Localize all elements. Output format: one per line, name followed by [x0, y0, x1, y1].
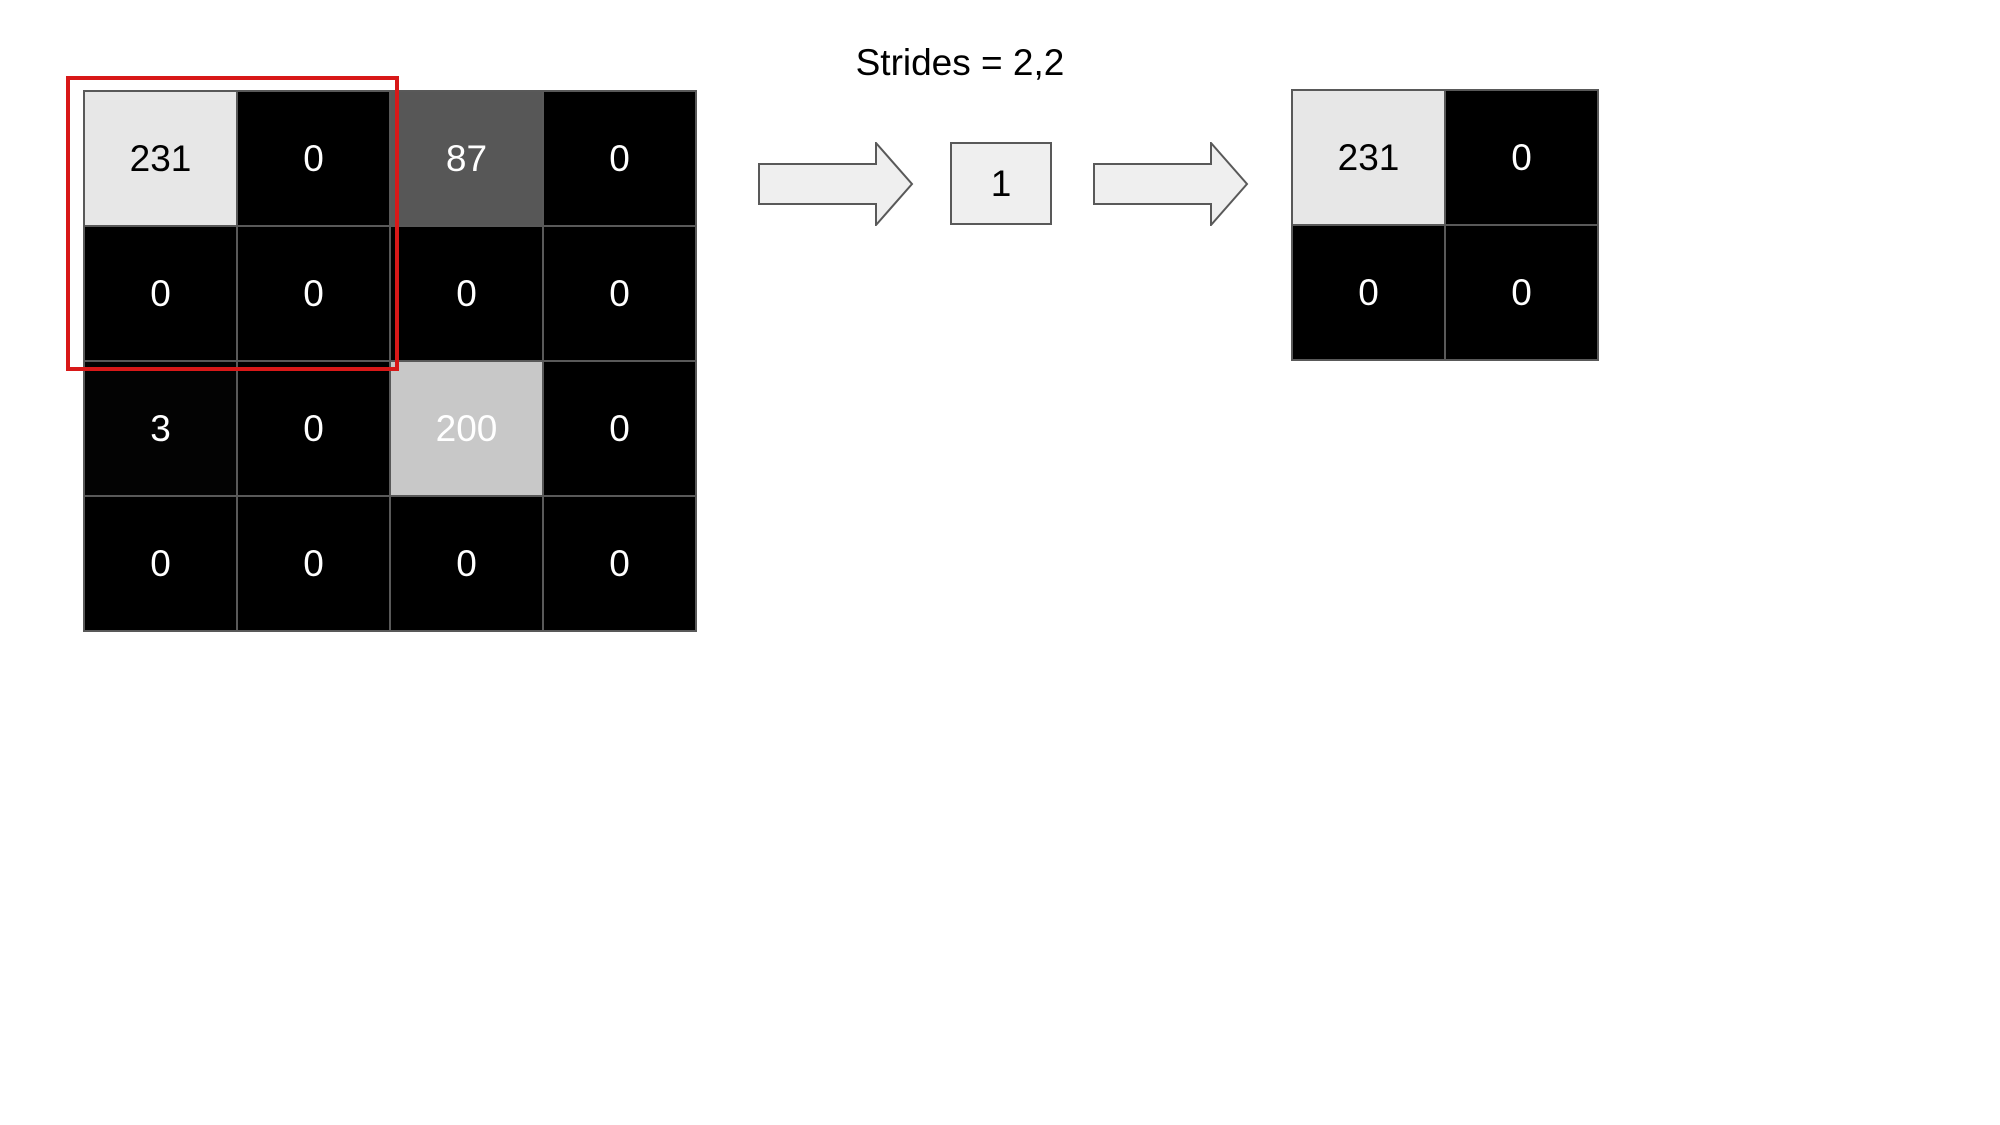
matrix-cell: 0	[1293, 226, 1444, 359]
matrix-cell: 87	[391, 92, 542, 225]
matrix-cell: 0	[238, 92, 389, 225]
matrix-cell: 0	[85, 497, 236, 630]
right-arrow-icon	[1093, 142, 1249, 226]
matrix-cell: 0	[544, 497, 695, 630]
matrix-cell: 0	[391, 227, 542, 360]
matrix-cell: 231	[85, 92, 236, 225]
matrix-cell: 0	[1446, 91, 1597, 224]
matrix-cell: 0	[544, 92, 695, 225]
pool-size-box: 1	[950, 142, 1052, 225]
matrix-cell: 3	[85, 362, 236, 495]
matrix-cell: 0	[238, 227, 389, 360]
matrix-cell: 231	[1293, 91, 1444, 224]
strides-title: Strides = 2,2	[855, 42, 1065, 83]
matrix-cell: 0	[238, 497, 389, 630]
matrix-cell: 0	[85, 227, 236, 360]
matrix-cell: 0	[391, 497, 542, 630]
matrix-cell: 200	[391, 362, 542, 495]
right-arrow-icon	[758, 142, 914, 226]
matrix-cell: 0	[1446, 226, 1597, 359]
matrix-cell: 0	[238, 362, 389, 495]
matrix-cell: 0	[544, 227, 695, 360]
matrix-cell: 0	[544, 362, 695, 495]
